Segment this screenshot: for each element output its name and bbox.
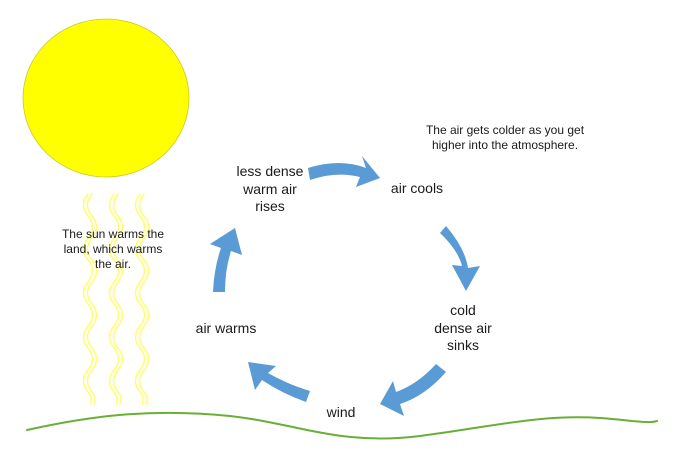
note-line: higher into the atmosphere. — [431, 138, 579, 152]
arrow-sinks-to-wind — [380, 364, 446, 416]
cycle-arrows — [210, 156, 480, 416]
label-line: dense air — [434, 319, 492, 336]
label-line: cold — [450, 302, 476, 318]
label-line: air cools — [390, 180, 444, 196]
heat-waves — [82, 193, 150, 405]
sun — [22, 18, 190, 178]
label-line: warm air — [243, 180, 297, 197]
label-line: wind — [326, 404, 356, 420]
note-sun-warms-land: The sun warms the land, which warms the … — [52, 227, 174, 272]
heat-wave — [82, 193, 94, 405]
arrow-warms-to-rises — [210, 228, 242, 292]
label-wind: wind — [318, 404, 364, 422]
label-air-warms: air warms — [185, 320, 267, 338]
label-line: air warms — [195, 320, 257, 336]
note-atmosphere: The air gets colder as you get higher in… — [405, 123, 605, 153]
arrow-rises-to-cools — [308, 156, 380, 187]
heat-wave — [134, 193, 146, 405]
heat-wave — [86, 193, 98, 405]
label-line: less dense — [236, 163, 304, 179]
label-warm-air-rises: less dense warm air rises — [226, 163, 314, 216]
label-line: sinks — [447, 337, 479, 353]
arrow-cools-to-sinks — [440, 226, 480, 291]
heat-wave — [108, 193, 120, 405]
arrow-wind-to-warms — [248, 362, 310, 402]
label-line: rises — [255, 198, 285, 214]
note-line: the air. — [94, 257, 132, 271]
ground-line — [26, 411, 658, 440]
note-line: The sun warms the — [61, 227, 165, 241]
label-air-cools: air cools — [382, 180, 452, 198]
note-line: The air gets colder as you get — [425, 123, 585, 137]
heat-wave — [138, 193, 150, 405]
label-cold-air-sinks: cold dense air sinks — [422, 302, 504, 355]
note-line: land, which warms — [63, 242, 163, 256]
heat-wave — [112, 193, 124, 405]
